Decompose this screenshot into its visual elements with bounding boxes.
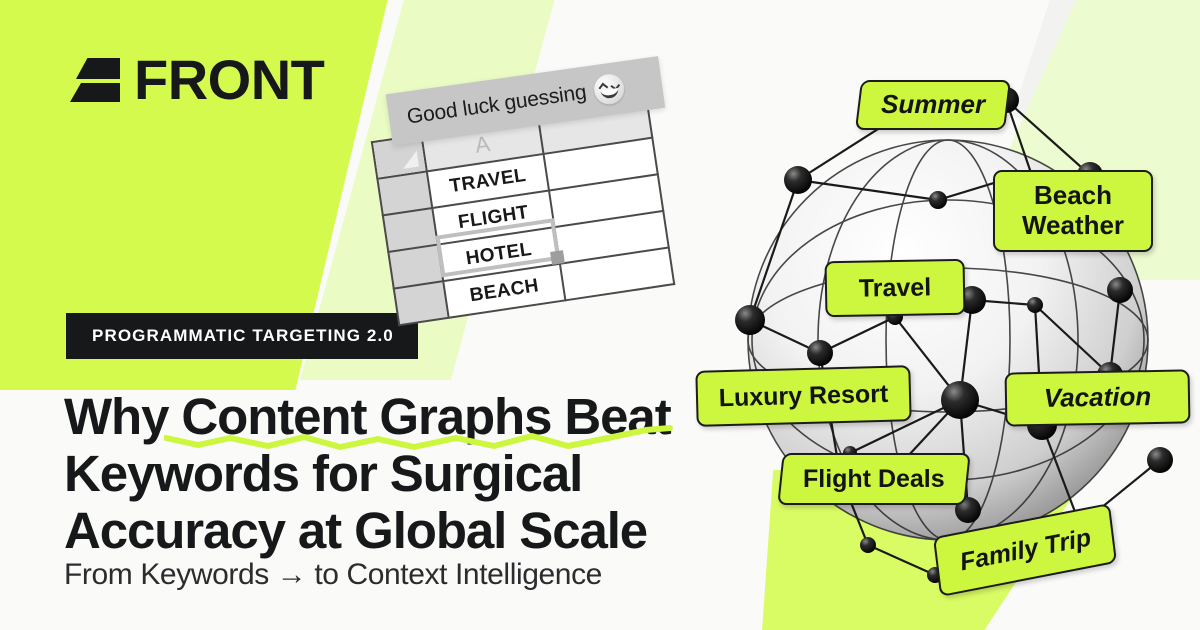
headline-block: Why Content Graphs Beat Keywords for Sur… bbox=[64, 388, 764, 559]
front-mark-icon bbox=[70, 56, 124, 104]
brand-logo-text: FRONT bbox=[134, 48, 325, 111]
subtitle: From Keywords → to Context Intelligence bbox=[64, 558, 602, 591]
brand-logo[interactable]: FRONT bbox=[70, 48, 325, 111]
laughing-face-icon bbox=[592, 72, 626, 107]
graph-label-luxury-resort[interactable]: Luxury Resort bbox=[695, 365, 912, 427]
content-graph-globe: Summer Beach Weather Travel Luxury Resor… bbox=[690, 55, 1200, 615]
spreadsheet-row-gutter bbox=[393, 281, 449, 326]
headline-zigzag-underline bbox=[164, 425, 673, 450]
graph-label-vacation[interactable]: Vacation bbox=[1004, 369, 1191, 427]
graph-label-flight-deals[interactable]: Flight Deals bbox=[777, 453, 971, 505]
globe-svg bbox=[735, 87, 1173, 583]
category-badge: PROGRAMMATIC TARGETING 2.0 bbox=[66, 313, 418, 359]
graph-label-summer[interactable]: Summer bbox=[854, 80, 1012, 130]
headline-line-2: Keywords for Surgical bbox=[64, 445, 583, 503]
graph-label-beach-weather[interactable]: Beach Weather bbox=[993, 170, 1153, 252]
graph-label-travel[interactable]: Travel bbox=[824, 258, 966, 318]
tooltip-label: Good luck guessing bbox=[405, 80, 588, 129]
headline-line-3: Accuracy at Global Scale bbox=[64, 502, 648, 560]
